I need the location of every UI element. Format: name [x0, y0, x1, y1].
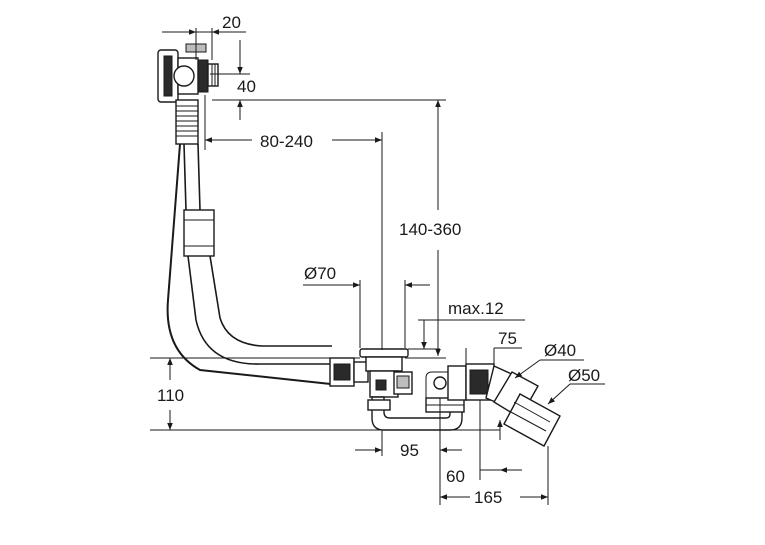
dim-110: 110 [157, 386, 184, 405]
outlet-elbow-icon [465, 363, 561, 447]
dim-140-360: 140-360 [399, 220, 461, 239]
dim-20: 20 [222, 13, 241, 32]
dim-diameter-40: Ø40 [544, 341, 576, 360]
overflow-head-icon [157, 43, 219, 103]
dim-max-12: max.12 [448, 299, 504, 318]
flex-connector [175, 99, 199, 145]
dimension-lines [150, 28, 605, 505]
drain-valve-icon [359, 348, 413, 398]
overflow-pipe [183, 143, 332, 365]
dim-60: 60 [446, 467, 465, 486]
dim-165: 165 [474, 488, 502, 507]
dim-40: 40 [237, 77, 256, 96]
dim-diameter-70: Ø70 [304, 264, 336, 283]
pipe-nut [329, 357, 369, 387]
dim-95: 95 [400, 441, 419, 460]
dim-80-240: 80-240 [260, 132, 313, 151]
bowden-cable [166, 143, 341, 386]
dim-diameter-50: Ø50 [568, 366, 600, 385]
dim-75: 75 [498, 329, 517, 348]
